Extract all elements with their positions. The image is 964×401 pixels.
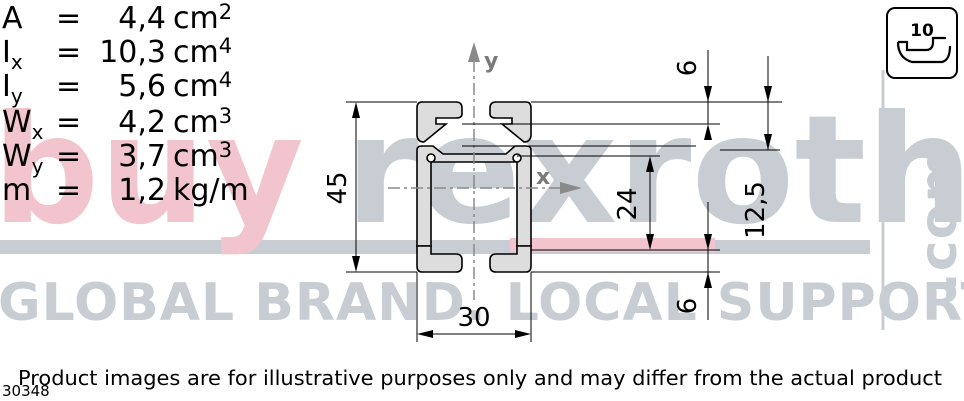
dimension-arrow <box>352 102 360 118</box>
dimension-arrow <box>764 134 772 150</box>
watermark-slogan: GLOBAL BRAND. LOCAL SUPPORT. <box>0 273 964 333</box>
property-row: A = 4,4 cm2 <box>2 0 232 36</box>
property-unit: cm4 <box>173 68 232 104</box>
property-unit: kg/m <box>173 173 249 208</box>
dimension-labels: 45 30 24 12,5 6 6 <box>323 60 771 333</box>
dimension-arrow <box>646 234 654 250</box>
property-row: Iy = 5,6 cm4 <box>2 68 232 108</box>
property-value: 5,6 <box>118 69 166 104</box>
badge-slot-size: 10 <box>910 21 934 41</box>
centroid-axes: y x <box>388 42 582 300</box>
property-equals: = <box>56 69 81 104</box>
property-row: Ix = 10,3 cm4 <box>2 34 232 74</box>
property-symbol: Iy <box>2 69 23 108</box>
property-value: 4,4 <box>118 1 166 36</box>
property-row: m = 1,2 kg/m <box>2 173 249 208</box>
dimension-arrow <box>352 256 360 272</box>
watermark-band-accent <box>510 238 715 252</box>
property-value: 3,7 <box>118 139 166 174</box>
property-row: Wx = 4,2 cm3 <box>2 104 232 144</box>
dimension-arrow <box>417 330 433 338</box>
property-symbol: Ix <box>2 35 23 74</box>
dimension-arrow <box>515 330 531 338</box>
dimension-label-width: 30 <box>457 303 490 333</box>
dimension-arrow <box>704 272 712 288</box>
property-unit: cm3 <box>173 138 232 174</box>
slot-size-badge: 10 <box>886 7 958 79</box>
dimension-label-inner: 24 <box>613 187 643 220</box>
section-properties: A = 4,4 cm2 Ix = 10,3 cm4 Iy = 5,6 cm4 W… <box>2 0 249 208</box>
property-unit: cm2 <box>173 0 232 36</box>
dimension-label-top: 6 <box>673 60 703 77</box>
dimension-label-height: 45 <box>323 171 353 204</box>
property-equals: = <box>56 105 81 140</box>
dimension-arrow <box>704 124 712 140</box>
profile-flange-bottom-right <box>489 245 532 273</box>
y-axis-label: y <box>484 49 498 74</box>
property-value: 10,3 <box>99 35 166 70</box>
watermark-brand-prefix: buy <box>0 84 304 258</box>
x-axis-label: x <box>536 165 550 190</box>
x-axis-arrow <box>560 182 582 194</box>
property-symbol: A <box>2 1 23 36</box>
property-equals: = <box>56 173 81 208</box>
dimension-label-bottom: 6 <box>673 298 703 315</box>
badge-frame <box>886 7 958 79</box>
property-row: Wy = 3,7 cm3 <box>2 138 232 178</box>
dimension-arrow <box>704 86 712 102</box>
property-value: 4,2 <box>118 105 166 140</box>
profile-radius-mark <box>512 153 522 163</box>
dimension-arrow <box>646 156 654 172</box>
part-number: 30348 <box>2 382 50 400</box>
property-equals: = <box>56 1 81 36</box>
property-symbol: m <box>2 173 31 208</box>
property-equals: = <box>56 35 81 70</box>
t-slot-icon-base <box>896 41 952 64</box>
t-slot-icon <box>898 36 946 52</box>
watermark-domain-suffix: .com <box>909 148 964 293</box>
property-value: 1,2 <box>118 173 166 208</box>
property-symbol: Wx <box>2 105 44 144</box>
dimension-label-half: 12,5 <box>741 181 771 239</box>
dimension-arrow <box>764 86 772 102</box>
profile-flange-bottom-left <box>416 245 463 273</box>
dimension-arrow <box>704 234 712 250</box>
profile-flange-top-left <box>416 101 463 143</box>
watermark: buy rexroth GLOBAL BRAND. LOCAL SUPPORT.… <box>0 70 964 333</box>
dimension-lines <box>346 50 782 342</box>
disclaimer-text: Product images are for illustrative purp… <box>18 366 942 390</box>
property-unit: cm4 <box>173 34 232 70</box>
profile-radius-mark <box>426 153 436 163</box>
property-unit: cm3 <box>173 104 232 140</box>
property-symbol: Wy <box>2 139 44 178</box>
y-axis-arrow <box>468 42 480 62</box>
property-equals: = <box>56 139 81 174</box>
